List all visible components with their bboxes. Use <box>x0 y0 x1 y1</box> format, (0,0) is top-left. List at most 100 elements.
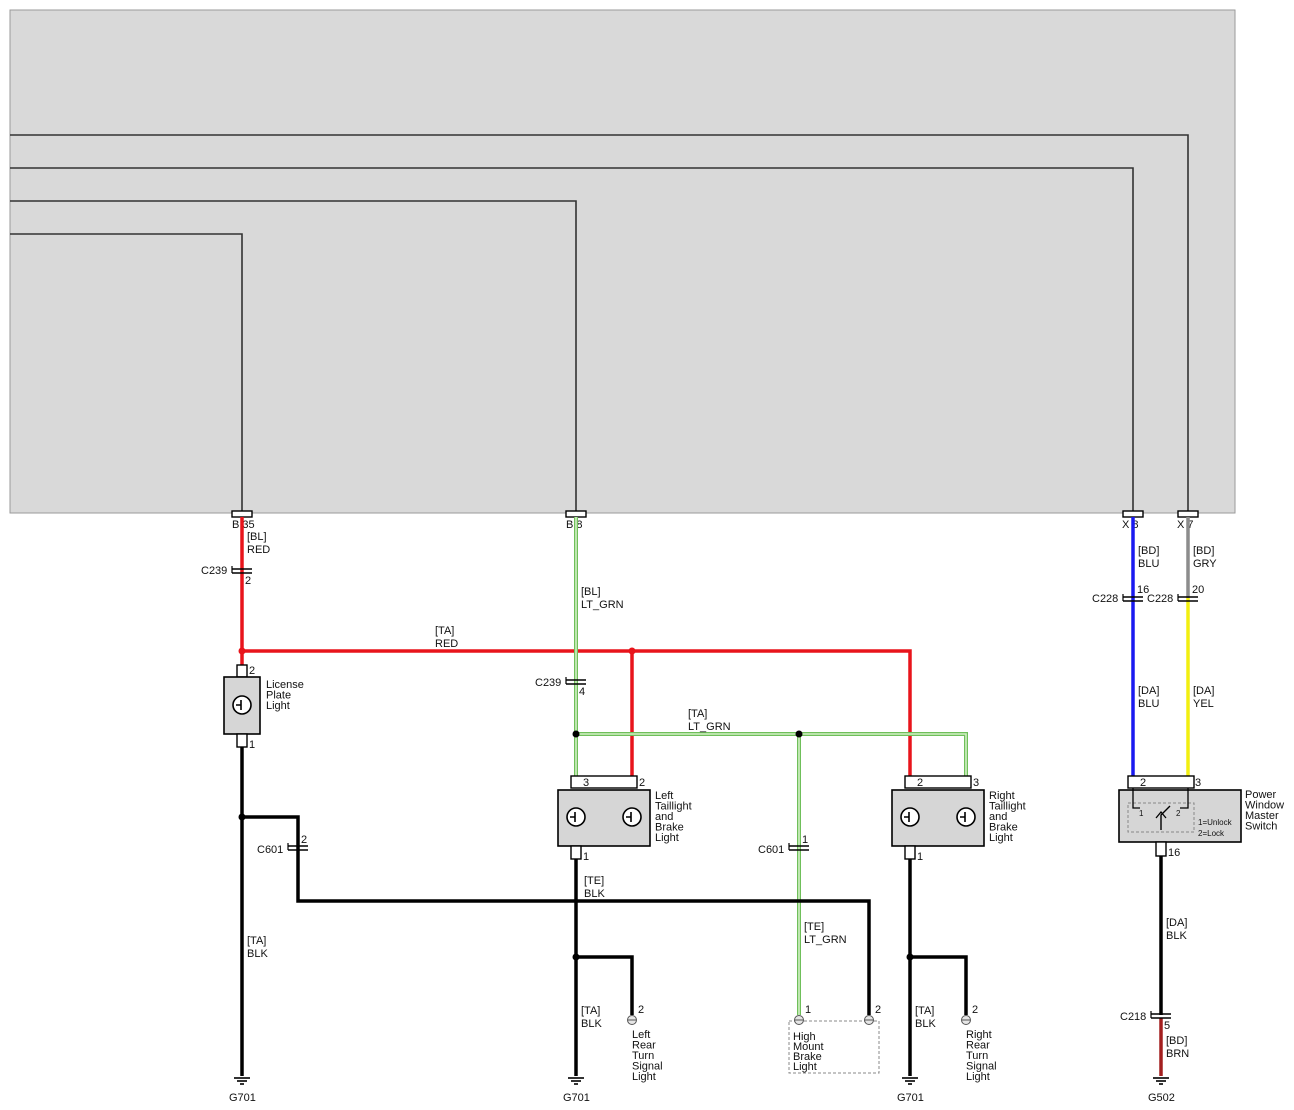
connector-name: C239 <box>201 565 227 577</box>
pin-connector <box>904 845 916 860</box>
connector-pin: 2 <box>301 834 307 846</box>
connector-pin: 4 <box>579 686 585 698</box>
pin-number: 1 <box>249 739 255 751</box>
internal-trace-3 <box>10 167 1134 511</box>
pin-connector <box>236 664 248 678</box>
wire-label: [DA]BLU <box>1138 685 1159 710</box>
ground-label: G701 <box>229 1092 256 1104</box>
bulb-icon <box>900 807 920 827</box>
splice <box>238 813 246 821</box>
pin-connector <box>236 733 248 748</box>
switch-contact-icon <box>1160 805 1171 830</box>
internal-trace-1 <box>10 233 243 511</box>
terminal-icon <box>794 1015 804 1025</box>
switch-legend: 2=Lock <box>1198 829 1225 838</box>
pin-number: 2 <box>917 777 923 789</box>
splice <box>238 647 246 655</box>
wire-label: [TA]RED <box>435 625 458 650</box>
bulb-icon <box>622 807 642 827</box>
power-window-master-switch <box>1118 789 1242 843</box>
connector-pin: 20 <box>1192 584 1204 596</box>
pin-number: 3 <box>973 777 979 789</box>
wire-label: [BD]BLU <box>1138 545 1159 570</box>
pin-number: 16 <box>1168 847 1180 859</box>
connector-pin: 16 <box>1137 584 1149 596</box>
terminal-icon <box>627 1015 637 1025</box>
wire-label: [DA]BLK <box>1166 917 1187 942</box>
connector-c228 <box>1177 594 1198 602</box>
ground-label: G701 <box>897 1092 924 1104</box>
wire-label: [TA]LT_GRN <box>688 708 731 733</box>
terminal-icon <box>961 1015 971 1025</box>
bulb-icon <box>566 807 586 827</box>
component-label-left-taillight: Left Taillight and Brake Light <box>655 790 695 844</box>
bulb-icon <box>232 695 252 715</box>
pin-number: 3 <box>1195 777 1201 789</box>
module-pin-label: X 8 <box>1122 519 1139 531</box>
connector-name: C601 <box>758 844 784 856</box>
connector-c239 <box>565 677 586 685</box>
wire-label: [TA]BLK <box>581 1005 602 1030</box>
ground-icon <box>234 1077 250 1085</box>
wire-label: [TE]BLK <box>584 875 605 900</box>
component-label-license-plate-light: License Plate Light <box>266 679 307 712</box>
wire-blk-right-turn <box>910 955 968 1015</box>
switch-outline <box>1127 802 1195 833</box>
pin-number: 2 <box>875 1004 881 1016</box>
pin-number: 2 <box>249 665 255 677</box>
pin-number: 2 <box>639 777 645 789</box>
splice <box>572 953 580 961</box>
connector-name: C239 <box>535 677 561 689</box>
module-pin-connector <box>1122 510 1144 518</box>
connector-c218 <box>1150 1011 1171 1019</box>
component-label-high-mount-brake-light: High Mount Brake Light <box>793 1031 827 1073</box>
component-label-right-rear-turn-signal: Right Rear Turn Signal Light <box>966 1029 1000 1083</box>
switch-legend: 1=Unlock <box>1198 818 1233 827</box>
wire-blk-te <box>242 815 871 1015</box>
connector-pin: 2 <box>245 575 251 587</box>
bulb-filament <box>236 700 242 710</box>
connector-name: C218 <box>1120 1011 1146 1023</box>
pin-number: 2 <box>1140 777 1146 789</box>
ground-icon <box>568 1077 584 1085</box>
connector-c601 <box>287 843 308 851</box>
bulb-icon <box>956 807 976 827</box>
connector-pin: 5 <box>1164 1020 1170 1032</box>
pin-connector <box>904 775 972 789</box>
pin-connector <box>570 845 582 860</box>
wire-label: [BD]GRY <box>1193 545 1217 570</box>
switch-position-label: 2 <box>1176 809 1181 818</box>
pin-connector <box>1155 841 1167 857</box>
pin-connector <box>570 775 638 789</box>
wire-blk-left-turn <box>576 955 634 1015</box>
terminal-icon <box>864 1015 874 1025</box>
pin-number: 2 <box>638 1004 644 1016</box>
internal-trace-2 <box>10 200 577 511</box>
pin-connector <box>1127 775 1195 789</box>
module-pin-label: X 7 <box>1177 519 1194 531</box>
module-pin-connector <box>1177 510 1199 518</box>
splice <box>906 953 914 961</box>
component-label-right-taillight: Right Taillight and Brake Light <box>989 790 1029 844</box>
high-mount-brake-light-outline <box>788 1020 880 1074</box>
wire-label: [TA]BLK <box>247 935 268 960</box>
connector-pin: 1 <box>802 834 808 846</box>
pin-number: 2 <box>972 1004 978 1016</box>
ground-label: G502 <box>1148 1092 1175 1104</box>
wire-label: [BD]BRN <box>1166 1035 1189 1060</box>
pin-number: 1 <box>583 851 589 863</box>
component-label-left-rear-turn-signal: Left Rear Turn Signal Light <box>632 1029 666 1083</box>
pin-number: 1 <box>917 851 923 863</box>
wire-label: [BL]RED <box>247 531 270 556</box>
connector-name: C228 <box>1092 593 1118 605</box>
module-pin-connector <box>231 510 253 518</box>
internal-trace-4 <box>10 134 1189 511</box>
connector-c601 <box>788 843 809 851</box>
connector-c228 <box>1122 594 1143 602</box>
connector-name: C601 <box>257 844 283 856</box>
wire-label: [DA]YEL <box>1193 685 1214 710</box>
ground-icon <box>902 1077 918 1085</box>
control-module <box>9 9 1236 514</box>
ground-icon <box>1153 1077 1169 1085</box>
